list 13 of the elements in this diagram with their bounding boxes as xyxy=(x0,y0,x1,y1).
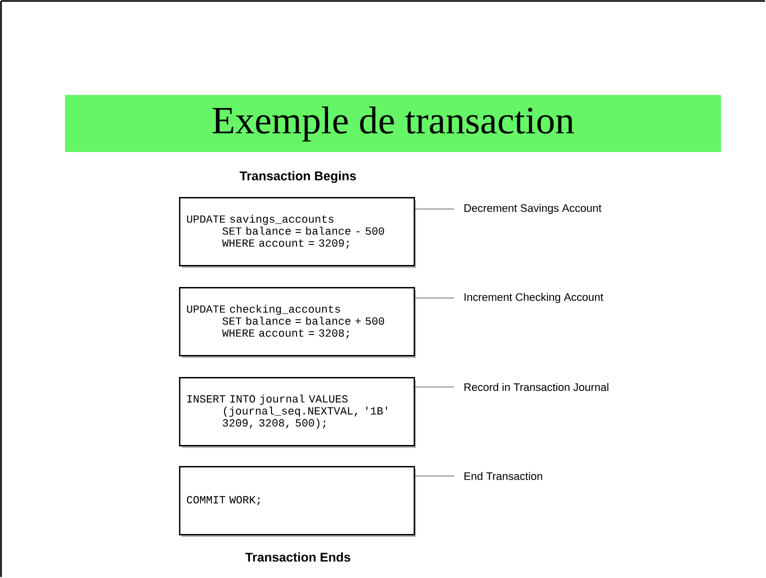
annotation-text: Record in Transaction Journal xyxy=(464,382,608,392)
code-box: UPDATE savings_accounts SET balance = balance - 500 WHERE account = 3209; xyxy=(179,197,416,268)
code-box: UPDATE checking_accounts SET balance = balance + 500 WHERE account = 3208; xyxy=(179,287,416,358)
caption-label: Transaction Ends xyxy=(245,552,350,562)
annotation-text: End Transaction xyxy=(464,472,542,480)
annotation-text: Increment Checking Account xyxy=(464,292,604,304)
code-box: INSERT INTO journal VALUES (journal_seq.NEXTVAL, '1B' 3209, 3208, 500); xyxy=(179,377,416,448)
leader-line xyxy=(414,386,454,388)
code-box: COMMIT WORK; xyxy=(179,466,416,537)
annotation-text: Decrement Savings Account xyxy=(464,204,602,214)
leader-line xyxy=(414,208,454,210)
title-banner: Exemple de transaction xyxy=(65,95,722,152)
caption-label: Transaction Begins xyxy=(240,171,356,183)
